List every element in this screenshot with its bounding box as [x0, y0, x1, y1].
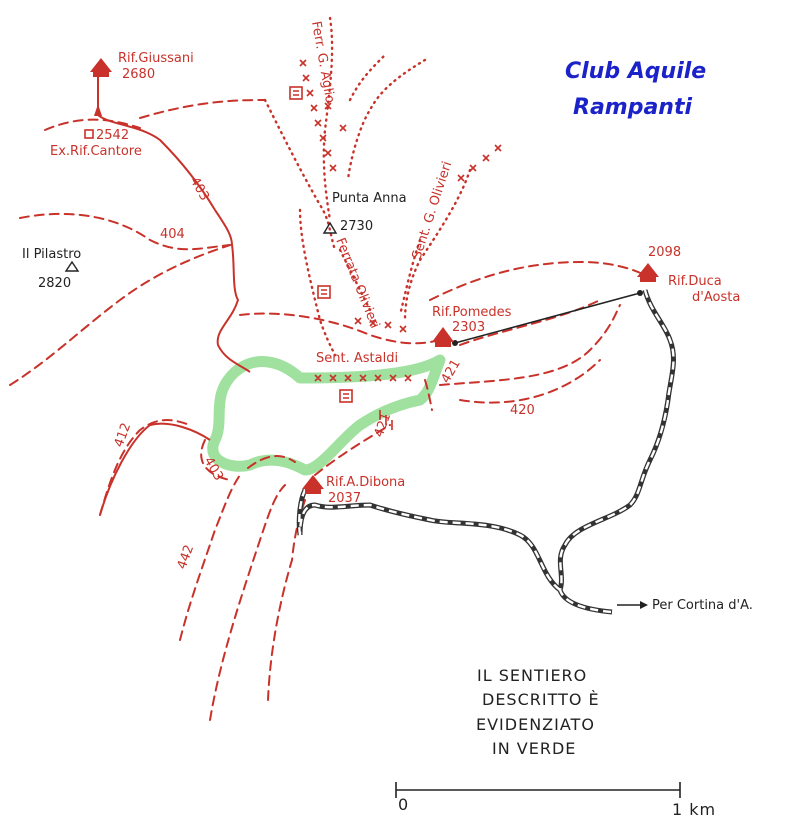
shelter-icons: [84, 86, 353, 403]
ex-refuge-name: Ex.Rif.Cantore: [50, 144, 142, 159]
hut-icon-dibona-base: [305, 487, 321, 494]
note-line1: IL SENTIERO: [477, 666, 587, 685]
peak-alt-pilastro: 2820: [38, 276, 71, 291]
note-line4: IN VERDE: [492, 739, 576, 758]
road-to-cortina: [296, 289, 676, 615]
cable-station-duca: [637, 290, 643, 296]
scale-bar: [395, 782, 681, 798]
peak-name-punta-anna: Punta Anna: [332, 191, 407, 206]
hut-icon-dibona: [302, 475, 324, 489]
hut-name-duca: Rif.Duca: [668, 274, 722, 289]
trail-network: [9, 99, 646, 721]
club-title-line2: Rampanti: [573, 95, 692, 120]
club-title-line1: Club Aquile: [565, 59, 706, 84]
hut-name-giussani: Rif.Giussani: [118, 51, 194, 66]
ex-refuge-alt: 2542: [96, 128, 129, 143]
hut-alt-duca: 2098: [648, 245, 681, 260]
note-line3: EVIDENZIATO: [476, 715, 595, 734]
cortina-label: Per Cortina d'A.: [652, 598, 753, 613]
hut-alt-giussani: 2680: [122, 67, 155, 82]
hut-icon-pomedes: [432, 327, 454, 342]
trail-412-solid: [99, 422, 211, 516]
hut-icon-pomedes-base: [435, 340, 451, 347]
path-name-ferrata-aglio: Ferr. G. Aglio: [308, 20, 337, 104]
hut-name-pomedes: Rif.Pomedes: [432, 305, 512, 320]
hut-name2-duca: d'Aosta: [692, 290, 740, 305]
highlighted-route: [207, 354, 446, 476]
path-name-sent-astaldi: Sent. Astaldi: [316, 351, 398, 366]
hut-icon-duca: [637, 263, 659, 277]
peak-name-pilastro: Il Pilastro: [22, 247, 81, 262]
hut-alt-pomedes: 2303: [452, 320, 485, 335]
trail-403-main: [97, 75, 251, 373]
scale-start: 0: [398, 795, 409, 814]
scale-end: 1 km: [672, 800, 716, 819]
trail-number-442: 442: [175, 543, 198, 571]
path-name-sent-olivieri: Sent. G. Olivieri: [410, 160, 456, 262]
note-line2: DESCRITTO È: [482, 690, 600, 709]
path-name-ferrata-olivieri: Ferrata Olivieri: [332, 236, 382, 331]
hut-icon-giussani-base: [93, 70, 109, 77]
peak-alt-punta-anna: 2730: [340, 219, 373, 234]
ferrata-dotted-paths: [263, 16, 472, 357]
hut-icon-duca-base: [640, 275, 656, 282]
hut-icon-giussani: [90, 58, 112, 72]
hut-name-dibona: Rif.A.Dibona: [326, 475, 405, 490]
ferrata-marks: [299, 59, 502, 430]
trail-number-420: 420: [510, 403, 535, 418]
cortina-arrow: [617, 601, 648, 609]
peak-icon-punta-anna: [322, 221, 338, 234]
cable-car-line: [454, 292, 641, 344]
giussani-arrow-icon: [94, 104, 102, 116]
trail-number-404: 404: [160, 227, 185, 242]
hut-alt-dibona: 2037: [328, 491, 361, 506]
peak-icon-pilastro: [64, 260, 80, 272]
